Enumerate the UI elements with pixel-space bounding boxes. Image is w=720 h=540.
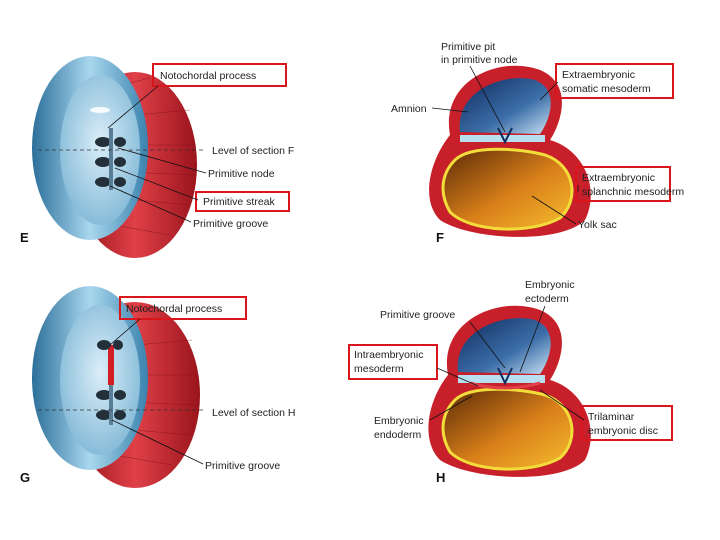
highlight-box-notochordal-e bbox=[152, 63, 287, 87]
label-primitive-groove-g: Primitive groove bbox=[205, 460, 280, 472]
label-primitive-groove-h: Primitive groove bbox=[380, 309, 455, 321]
label-notochordal-process-e: Notochordal process bbox=[160, 70, 256, 82]
leader-notochordal-g bbox=[109, 318, 141, 346]
leader-amnion bbox=[431, 107, 469, 113]
highlight-box-extra-splanchnic bbox=[575, 166, 671, 202]
highlight-box-intraembryonic bbox=[348, 344, 438, 380]
embryo-illustration-e bbox=[32, 56, 197, 258]
panel-letter-g: G bbox=[20, 470, 30, 485]
label-level-of-section-f: Level of section F bbox=[212, 145, 294, 157]
panel-g: Notochordal process Level of section H P… bbox=[20, 286, 295, 488]
panel-letter-e: E bbox=[20, 230, 29, 245]
embryo-illustration-g bbox=[32, 286, 200, 488]
label-trilaminar-2: embryonic disc bbox=[588, 425, 658, 437]
label-primitive-pit-2: in primitive node bbox=[441, 54, 518, 66]
label-embryonic-ectoderm-1: Embryonic bbox=[525, 279, 575, 291]
label-embryonic-ectoderm-2: ectoderm bbox=[525, 293, 569, 305]
label-embryonic-endoderm-2: endoderm bbox=[374, 429, 422, 441]
cross-section-h bbox=[428, 305, 591, 477]
panel-letter-h: H bbox=[436, 470, 445, 485]
leader-primitive-streak bbox=[114, 167, 199, 201]
leader-notochordal-e bbox=[107, 85, 159, 129]
leader-primitive-groove-e bbox=[109, 185, 192, 223]
label-level-of-section-h: Level of section H bbox=[212, 407, 295, 419]
label-extra-somatic-2: somatic mesoderm bbox=[562, 83, 651, 95]
panel-e: Notochordal process Level of section F P… bbox=[20, 56, 294, 258]
label-extra-splanchnic-2: splanchnic mesoderm bbox=[582, 186, 684, 198]
label-primitive-pit-1: Primitive pit bbox=[441, 41, 495, 53]
leader-primitive-groove-g bbox=[111, 419, 204, 465]
label-embryonic-endoderm-1: Embryonic bbox=[374, 415, 424, 427]
label-intraembryonic-1: Intraembryonic bbox=[354, 349, 423, 361]
leader-extra-somatic bbox=[539, 81, 559, 101]
highlight-box-primitive-streak bbox=[195, 191, 290, 212]
leader-trilaminar bbox=[539, 389, 585, 421]
label-extra-somatic-1: Extraembryonic bbox=[562, 69, 635, 81]
label-primitive-groove-e: Primitive groove bbox=[193, 218, 268, 230]
label-notochordal-process-g: Notochordal process bbox=[126, 303, 222, 315]
leader-yolk-sac bbox=[531, 195, 577, 225]
label-yolk-sac: Yolk sac bbox=[578, 219, 617, 231]
leader-primitive-pit bbox=[469, 65, 506, 133]
label-trilaminar-1: Trilaminar bbox=[588, 411, 635, 423]
label-primitive-node: Primitive node bbox=[208, 168, 275, 180]
highlight-box-notochordal-g bbox=[119, 296, 247, 320]
highlight-box-trilaminar bbox=[581, 405, 673, 441]
highlight-box-extra-somatic bbox=[555, 63, 674, 99]
leader-primitive-node bbox=[117, 147, 207, 174]
label-primitive-streak: Primitive streak bbox=[203, 196, 276, 208]
panel-h: Embryonic ectoderm Primitive groove Intr… bbox=[348, 279, 673, 485]
panel-f: Primitive pit in primitive node Amnion E… bbox=[391, 41, 684, 245]
leader-embryonic-endoderm bbox=[429, 395, 473, 421]
label-extra-splanchnic-1: Extraembryonic bbox=[582, 172, 655, 184]
panel-letter-f: F bbox=[436, 230, 444, 245]
leader-embryonic-ectoderm bbox=[519, 305, 546, 373]
leader-primitive-groove-h bbox=[469, 321, 506, 369]
cross-section-f bbox=[429, 65, 591, 237]
leader-intraembryonic bbox=[436, 367, 479, 387]
label-amnion: Amnion bbox=[391, 103, 427, 115]
label-intraembryonic-2: mesoderm bbox=[354, 363, 404, 375]
